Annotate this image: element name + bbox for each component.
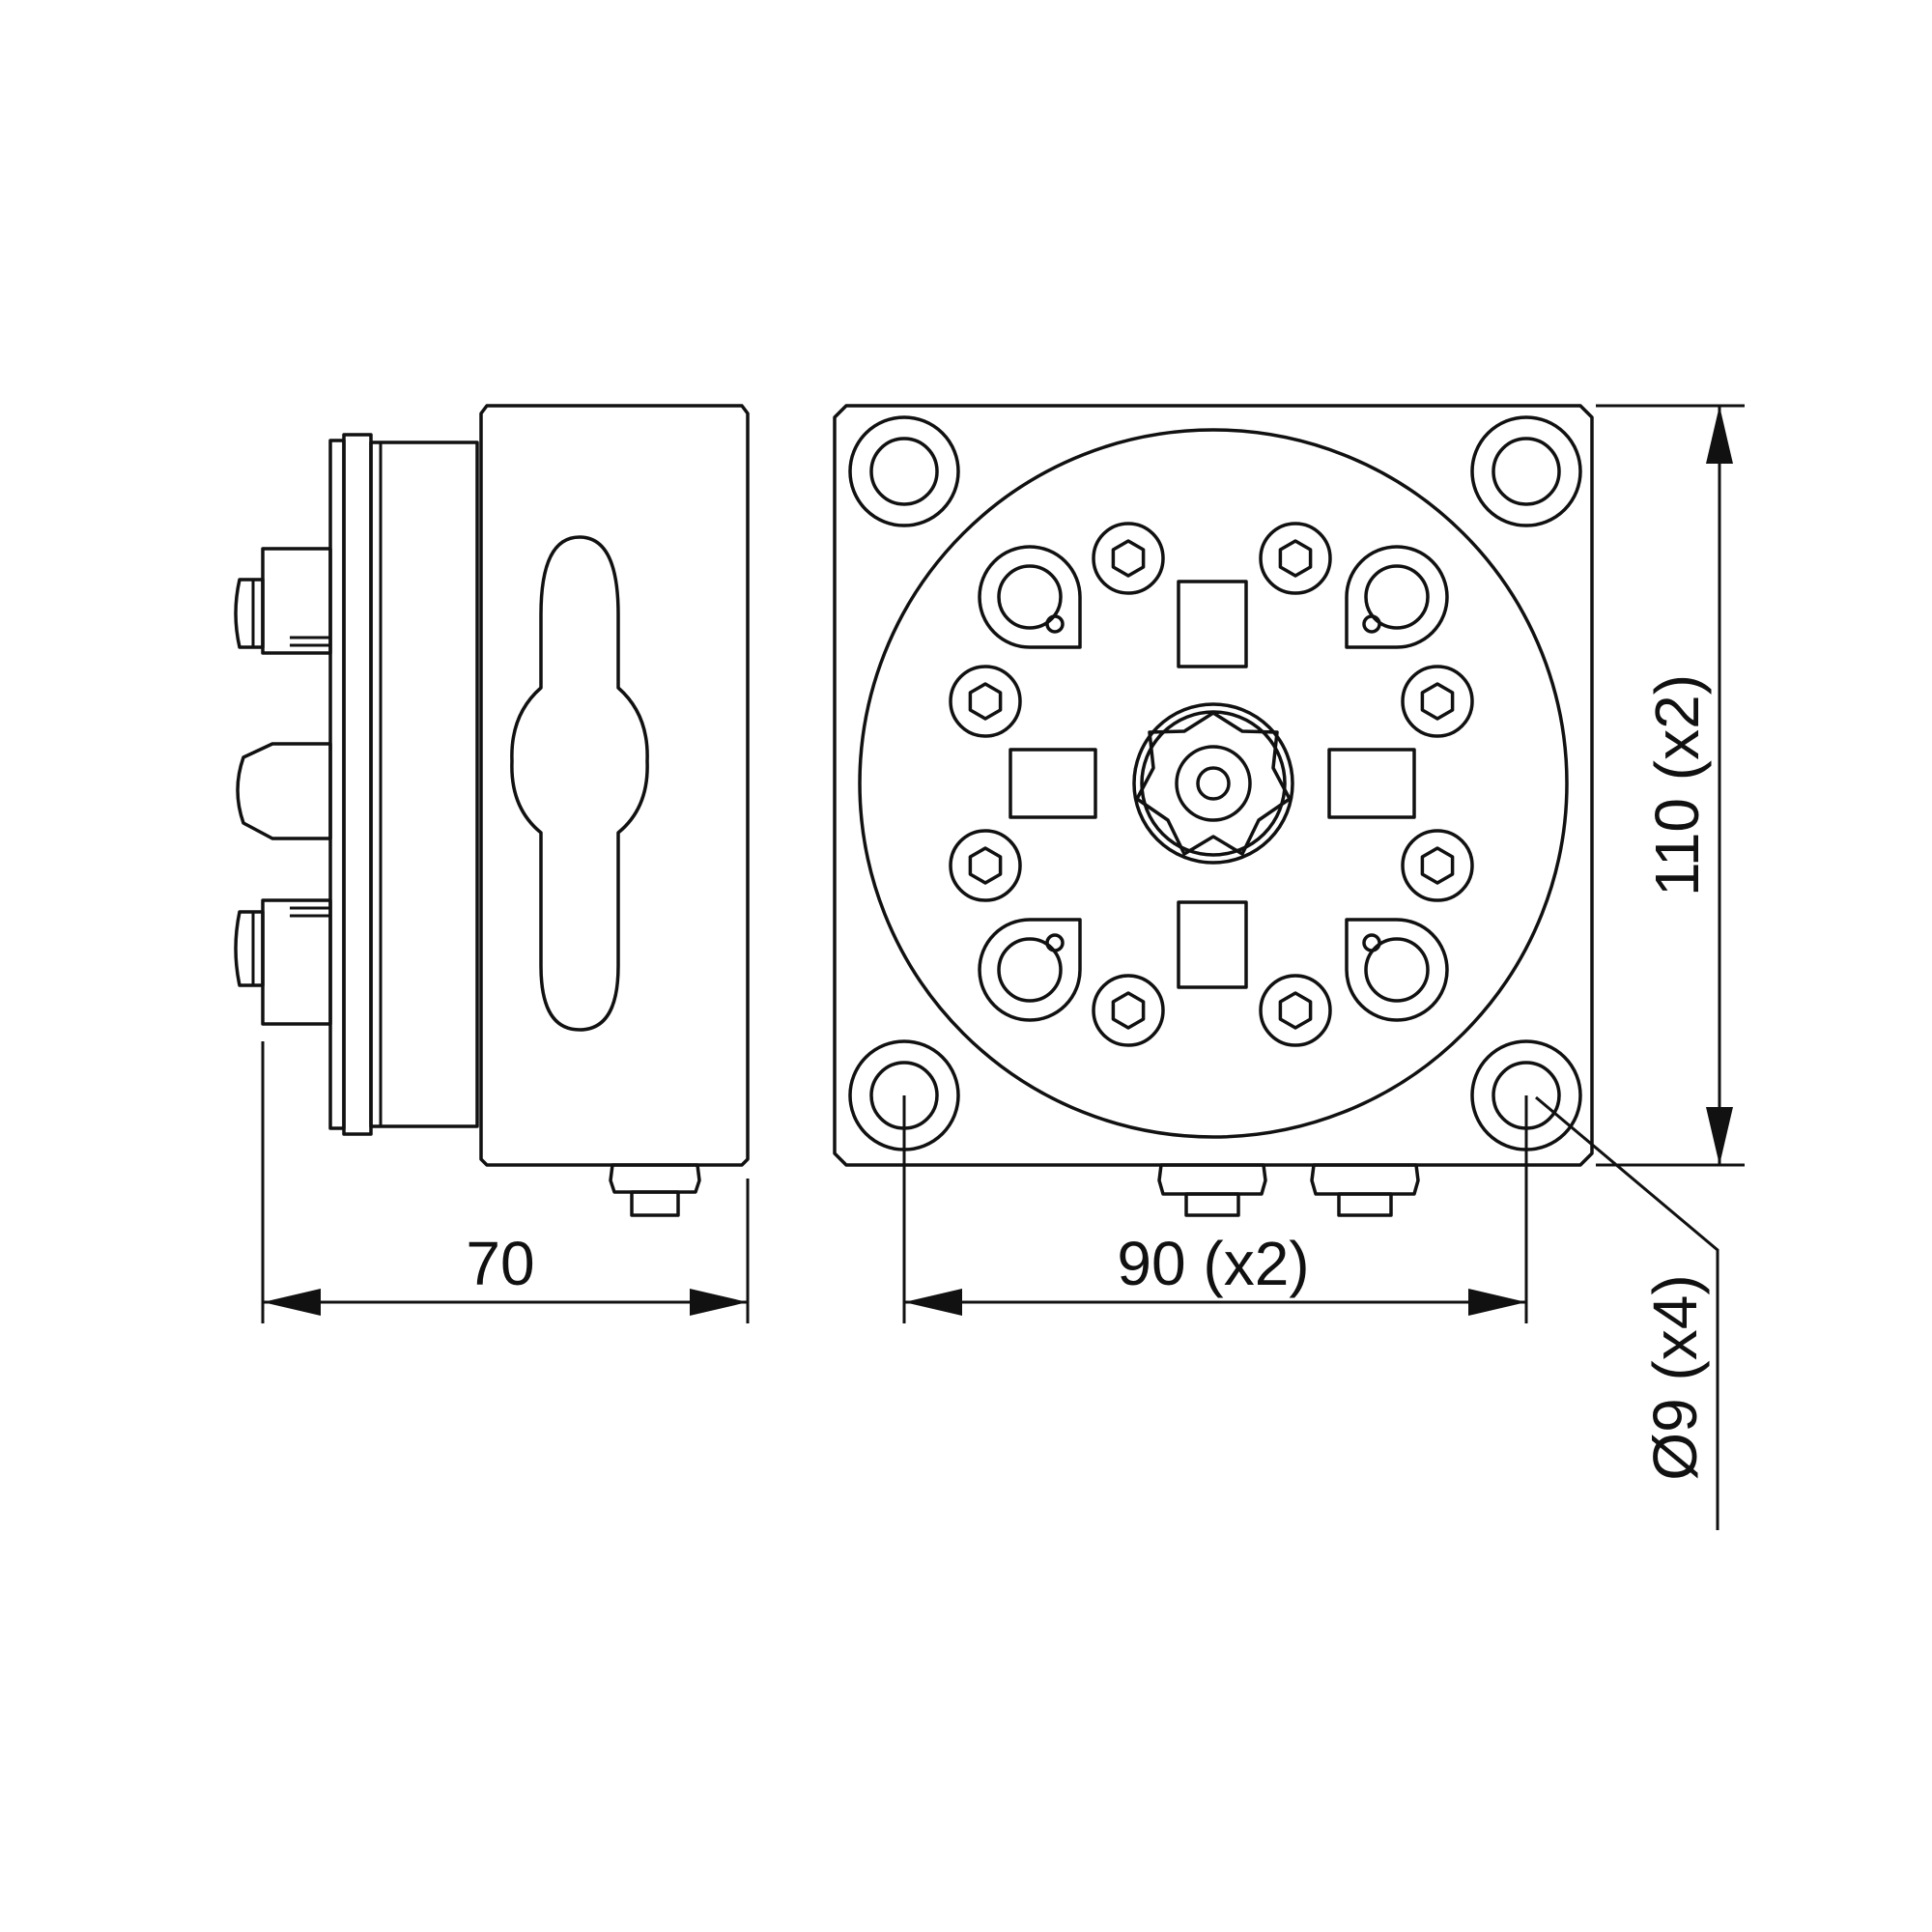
hex-screws xyxy=(949,522,1474,1047)
side-flange-outer xyxy=(328,439,346,1130)
connector-lower xyxy=(234,898,332,1026)
dimension-label-diameter: Ø9 (x4) xyxy=(1640,1274,1710,1480)
front-view xyxy=(833,404,1594,1217)
mounting-hole-top-left xyxy=(848,415,960,527)
side-neck xyxy=(369,440,479,1128)
side-view xyxy=(234,404,750,1217)
connector-middle xyxy=(236,742,332,840)
dimension-label-90: 90 (x2) xyxy=(1117,1229,1309,1298)
keyhole-slot xyxy=(510,535,649,1032)
dimension-hole-diameter: Ø9 (x4) xyxy=(1535,1095,1719,1530)
side-flange-ring xyxy=(342,433,373,1136)
rotary-disk xyxy=(858,428,1569,1139)
central-coupling xyxy=(1132,702,1294,865)
dimension-label-110: 110 (x2) xyxy=(1642,674,1712,896)
contact-pads xyxy=(1009,580,1416,989)
dimension-width-70: 70 xyxy=(261,1041,750,1323)
connector-upper xyxy=(234,547,332,655)
side-bottom-fitting xyxy=(609,1163,701,1217)
front-bottom-fitting-left xyxy=(1157,1163,1267,1217)
side-body xyxy=(479,404,750,1167)
front-bottom-fitting-right xyxy=(1310,1163,1420,1217)
mounting-plate xyxy=(833,404,1594,1167)
pin-pockets xyxy=(978,545,1449,1022)
dimension-spacing-90: 90 (x2) xyxy=(902,1095,1528,1323)
dimension-height-110: 110 (x2) xyxy=(1596,404,1745,1167)
dimension-label-70: 70 xyxy=(466,1229,534,1298)
mounting-hole-top-right xyxy=(1470,415,1582,527)
